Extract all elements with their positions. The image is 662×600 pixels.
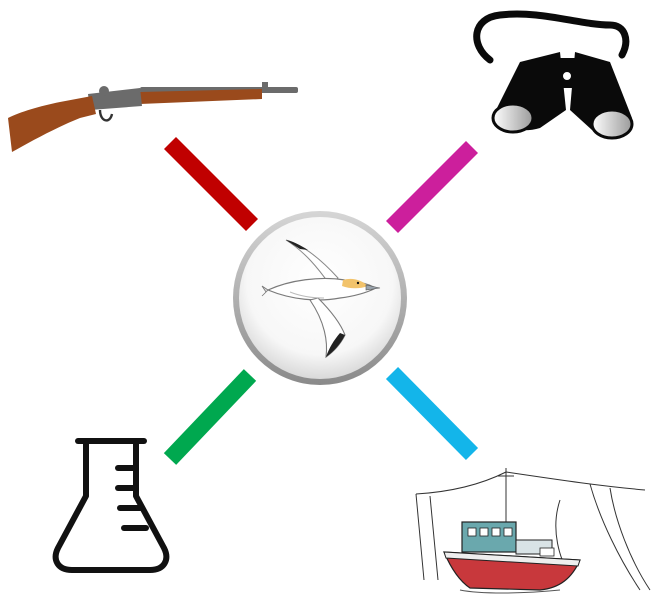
connector-top-right — [392, 147, 472, 227]
connector-bottom-left — [170, 375, 250, 459]
fishing-boat-icon — [416, 468, 650, 593]
lab-flask-icon — [56, 441, 167, 570]
binoculars-icon — [477, 14, 632, 138]
center-node — [233, 211, 407, 385]
connector-bottom-right — [392, 373, 472, 454]
connector-top-left — [170, 143, 252, 225]
rifle-icon — [8, 82, 298, 152]
